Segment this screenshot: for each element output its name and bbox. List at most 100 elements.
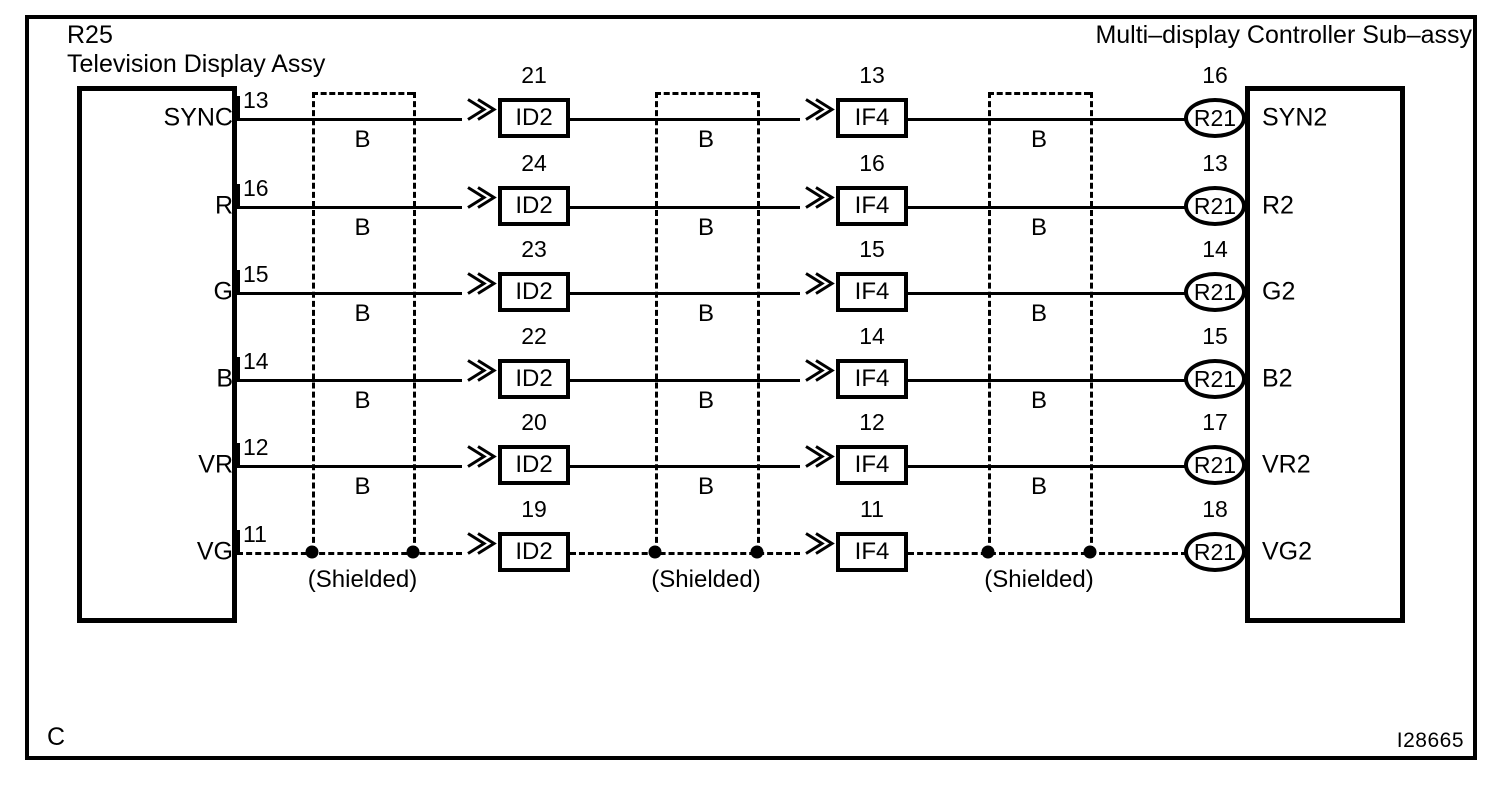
connector-r21-G2[interactable]: R21 (1184, 272, 1246, 312)
wire-color-code-VR-3: B (1030, 473, 1048, 500)
shield-bracket-top-2 (655, 92, 757, 95)
wire-color-code-B-1: B (354, 387, 371, 414)
wire-color-code-B-3: B (1030, 387, 1048, 414)
if4-pin-number-VG: 11 (860, 496, 884, 522)
left-pin-number-B: 14 (243, 348, 269, 374)
direction-chevron-icon (802, 359, 836, 388)
left-terminal-stub-R (237, 184, 240, 206)
if4-pin-number-VR: 12 (859, 409, 885, 435)
left-terminal-stub-G (237, 270, 240, 292)
shield-ground-dot-2-1 (648, 545, 662, 559)
direction-chevron-icon (802, 186, 836, 215)
left-pin-number-VG: 11 (243, 521, 267, 547)
if4-pin-number-G: 15 (859, 236, 885, 262)
r21-pin-number-VR2: 17 (1202, 409, 1228, 435)
connector-if4-VG[interactable]: IF4 (836, 532, 908, 572)
shield-ground-dot-3-2 (1083, 545, 1097, 559)
connector-r21-SYN2[interactable]: R21 (1184, 98, 1246, 138)
shield-bracket-top-1 (312, 92, 413, 95)
left-pin-number-R: 16 (243, 175, 269, 201)
r21-pin-number-VG2: 18 (1202, 496, 1228, 522)
right-terminal-name-G2: G2 (1262, 277, 1296, 306)
connector-if4-R[interactable]: IF4 (836, 186, 908, 226)
id2-pin-number-B: 22 (521, 323, 547, 349)
multi-display-controller-box (1245, 86, 1405, 623)
wire-color-code-VR-2: B (697, 473, 715, 500)
if4-pin-number-B: 14 (859, 323, 885, 349)
wire-id2-to-if4-R (570, 206, 800, 209)
left-terminal-name-VR: VR (198, 450, 233, 479)
left-terminal-name-B: B (216, 364, 233, 393)
shield-bracket-vertical-2-2 (757, 92, 760, 552)
left-terminal-name-R: R (214, 191, 233, 220)
wire-left-to-id2-R (237, 206, 462, 209)
television-display-assy-box (77, 86, 237, 623)
direction-chevron-icon (464, 532, 498, 561)
if4-pin-number-R: 16 (859, 150, 885, 176)
wire-color-code-SYNC-1: B (354, 126, 371, 153)
id2-pin-number-R: 24 (521, 150, 547, 176)
diagram-frame (25, 15, 1477, 760)
direction-chevron-icon (802, 98, 836, 127)
left-pin-number-G: 15 (243, 261, 269, 287)
id2-pin-number-VG: 19 (521, 496, 547, 522)
connector-r21-VG2[interactable]: R21 (1184, 532, 1246, 572)
connector-id2-VR[interactable]: ID2 (498, 445, 570, 485)
wire-if4-to-r21-VG (908, 552, 1187, 555)
shield-bracket-vertical-3-1 (988, 92, 991, 552)
id2-pin-number-G: 23 (521, 236, 547, 262)
wire-id2-to-if4-VG (570, 552, 800, 555)
connector-if4-SYNC[interactable]: IF4 (836, 98, 908, 138)
wire-left-to-id2-VR (237, 465, 462, 468)
shielded-label-3: (Shielded) (984, 566, 1094, 593)
wire-if4-to-r21-B (908, 379, 1187, 382)
wire-color-code-SYNC-3: B (1030, 126, 1048, 153)
right-terminal-name-B2: B2 (1262, 364, 1293, 393)
wire-color-code-R-3: B (1030, 214, 1048, 241)
right-terminal-name-VG2: VG2 (1262, 537, 1313, 566)
left-terminal-name-VG: VG (196, 537, 233, 566)
shielded-label-2: (Shielded) (651, 566, 761, 593)
connector-id2-VG[interactable]: ID2 (498, 532, 570, 572)
r21-pin-number-G2: 14 (1202, 236, 1228, 262)
connector-r21-R2[interactable]: R21 (1184, 186, 1246, 226)
connector-r21-B2[interactable]: R21 (1184, 359, 1246, 399)
corner-mark: C (47, 723, 66, 751)
left-terminal-stub-B (237, 357, 240, 379)
left-terminal-stub-SYNC (237, 96, 240, 118)
connector-id2-G[interactable]: ID2 (498, 272, 570, 312)
connector-id2-SYNC[interactable]: ID2 (498, 98, 570, 138)
connector-if4-G[interactable]: IF4 (836, 272, 908, 312)
connector-id2-R[interactable]: ID2 (498, 186, 570, 226)
wire-left-to-id2-SYNC (237, 118, 462, 121)
direction-chevron-icon (802, 532, 836, 561)
wire-color-code-SYNC-2: B (697, 126, 715, 153)
wire-if4-to-r21-SYNC (908, 118, 1187, 121)
right-terminal-name-VR2: VR2 (1262, 450, 1311, 479)
id2-pin-number-VR: 20 (521, 409, 547, 435)
left-assembly-name: Television Display Assy (67, 50, 326, 78)
r21-pin-number-B2: 15 (1202, 323, 1228, 349)
wire-color-code-G-1: B (354, 300, 371, 327)
shield-bracket-vertical-2-1 (655, 92, 658, 552)
connector-if4-B[interactable]: IF4 (836, 359, 908, 399)
direction-chevron-icon (464, 98, 498, 127)
connector-id2-B[interactable]: ID2 (498, 359, 570, 399)
direction-chevron-icon (802, 272, 836, 301)
id2-pin-number-SYNC: 21 (521, 62, 547, 88)
shielded-label-1: (Shielded) (307, 566, 418, 593)
connector-r21-VR2[interactable]: R21 (1184, 445, 1246, 485)
wire-id2-to-if4-SYNC (570, 118, 800, 121)
wire-left-to-id2-G (237, 292, 462, 295)
shield-bracket-vertical-1-2 (413, 92, 416, 552)
wire-if4-to-r21-R (908, 206, 1187, 209)
shield-ground-dot-1-1 (305, 545, 319, 559)
wire-color-code-G-2: B (697, 300, 715, 327)
direction-chevron-icon (464, 272, 498, 301)
connector-if4-VR[interactable]: IF4 (836, 445, 908, 485)
shield-ground-dot-3-1 (981, 545, 995, 559)
shield-bracket-vertical-1-1 (312, 92, 315, 552)
wire-color-code-VR-1: B (354, 473, 371, 500)
left-terminal-stub-VG (237, 530, 240, 552)
